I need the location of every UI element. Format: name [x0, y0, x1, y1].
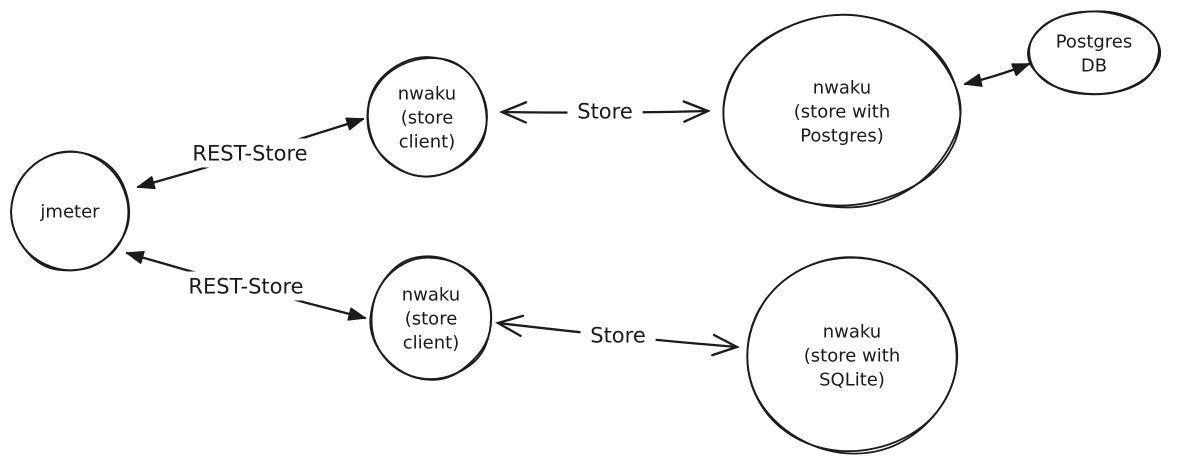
- node-ellipse-overdraw: [10, 150, 131, 272]
- node-ellipse-overdraw: [746, 256, 958, 453]
- edge-label: REST-Store: [192, 141, 307, 165]
- edge-store-bottom: Store: [495, 314, 740, 357]
- edge-label-backdrop: [567, 96, 643, 126]
- node-ellipse-overdraw: [1027, 10, 1160, 96]
- arrowhead-open: [499, 101, 528, 124]
- edge-label-backdrop: [179, 138, 321, 168]
- arrowhead-open: [711, 333, 740, 357]
- node-ellipse-overdraw: [722, 13, 962, 207]
- edge-label: Store: [577, 99, 633, 123]
- edge-label-backdrop: [580, 320, 656, 350]
- node-label: jmeter: [39, 201, 100, 222]
- arrowhead-open: [682, 100, 711, 123]
- edge-label-backdrop: [175, 271, 317, 301]
- arrowhead-solid: [345, 117, 364, 131]
- edge-store-top: Store: [499, 96, 711, 126]
- edge-postgres-db-link: [963, 62, 1031, 87]
- edge-rest-store-top: REST-Store: [136, 117, 365, 190]
- node-jmeter: jmeter: [10, 150, 131, 272]
- node-ellipse-overdraw: [369, 255, 492, 380]
- edge-label: REST-Store: [188, 274, 303, 298]
- edge-rest-store-bottom: REST-Store: [125, 250, 367, 321]
- edge-label: Store: [590, 323, 646, 347]
- arrowhead-open: [495, 314, 525, 338]
- arrowhead-solid: [964, 73, 983, 87]
- arrowhead-solid: [1011, 63, 1030, 77]
- node-ellipse-overdraw: [366, 57, 488, 178]
- arrowhead-solid: [126, 250, 145, 264]
- arrowhead-solid: [347, 307, 366, 321]
- arrowhead-solid: [137, 176, 156, 190]
